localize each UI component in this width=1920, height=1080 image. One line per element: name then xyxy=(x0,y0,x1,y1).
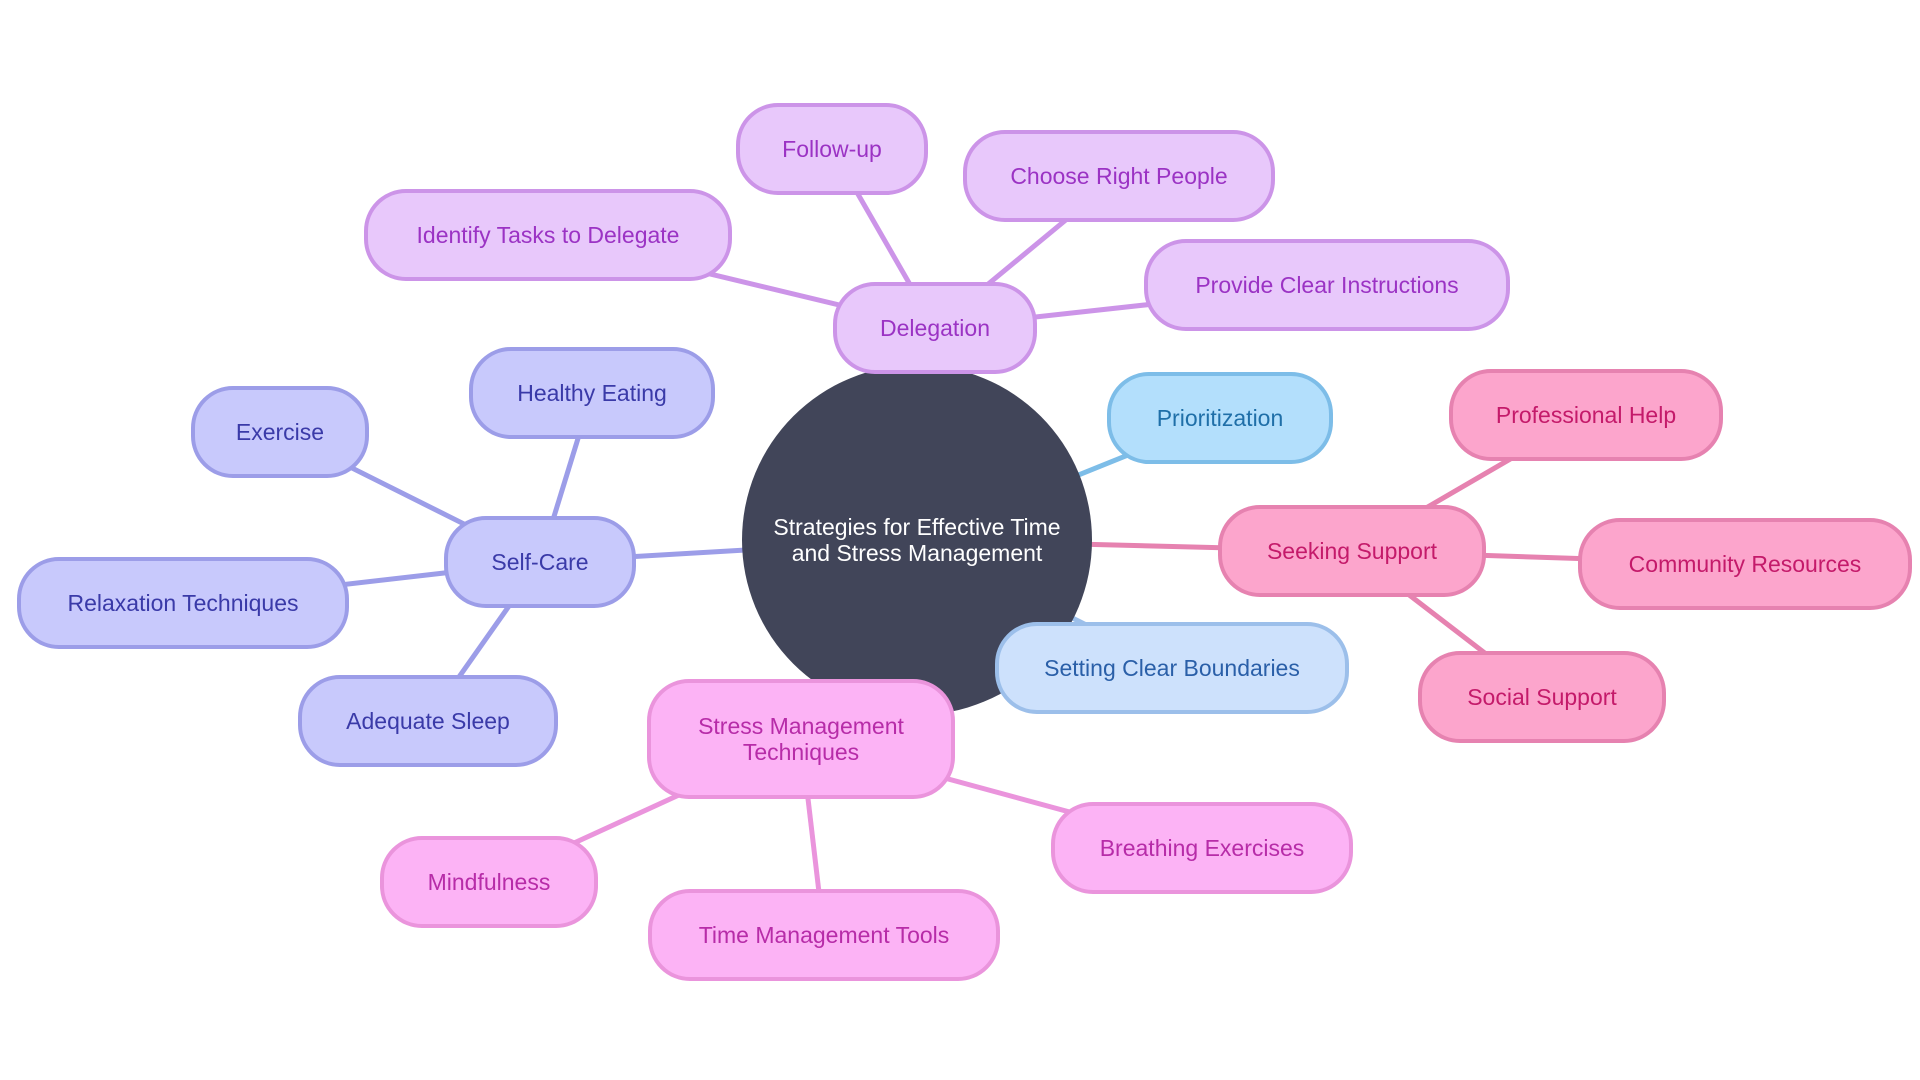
node-prioritization: Prioritization xyxy=(1107,372,1333,464)
node-identify-tasks-label: Identify Tasks to Delegate xyxy=(417,222,680,248)
node-relaxation-shape xyxy=(17,557,349,649)
node-provide-instructions: Provide Clear Instructions xyxy=(1144,239,1510,331)
node-time-tools: Time Management Tools xyxy=(648,889,1000,981)
node-community-resources-label: Community Resources xyxy=(1629,551,1862,577)
node-professional-help-shape xyxy=(1449,369,1723,461)
node-mindfulness-shape xyxy=(380,836,598,928)
node-adequate-sleep-label: Adequate Sleep xyxy=(346,708,510,734)
node-root-label: Strategies for Effective Time xyxy=(773,514,1060,540)
node-delegation-label: Delegation xyxy=(880,315,990,341)
node-adequate-sleep: Adequate Sleep xyxy=(298,675,558,767)
node-community-resources: Community Resources xyxy=(1578,518,1912,610)
node-time-tools-label: Time Management Tools xyxy=(699,922,950,948)
node-social-support-shape xyxy=(1418,651,1666,743)
node-root-label: and Stress Management xyxy=(792,540,1043,566)
node-social-support: Social Support xyxy=(1418,651,1666,743)
node-exercise: Exercise xyxy=(191,386,369,478)
node-stress-techniques-shape xyxy=(647,679,955,799)
node-mindfulness-label: Mindfulness xyxy=(428,869,551,895)
node-seeking-support-label: Seeking Support xyxy=(1267,538,1438,564)
node-relaxation: Relaxation Techniques xyxy=(17,557,349,649)
node-identify-tasks: Identify Tasks to Delegate xyxy=(364,189,732,281)
node-exercise-label: Exercise xyxy=(236,419,324,445)
node-root-shape xyxy=(742,365,1092,715)
node-seeking-support-shape xyxy=(1218,505,1486,597)
node-time-tools-shape xyxy=(648,889,1000,981)
node-stress-techniques-label: Techniques xyxy=(743,739,859,765)
node-social-support-label: Social Support xyxy=(1467,684,1617,710)
node-provide-instructions-shape xyxy=(1144,239,1510,331)
node-relaxation-label: Relaxation Techniques xyxy=(67,590,298,616)
node-prioritization-label: Prioritization xyxy=(1157,405,1284,431)
node-exercise-shape xyxy=(191,386,369,478)
node-self-care-shape xyxy=(444,516,636,608)
node-provide-instructions-label: Provide Clear Instructions xyxy=(1195,272,1458,298)
node-community-resources-shape xyxy=(1578,518,1912,610)
node-boundaries-label: Setting Clear Boundaries xyxy=(1044,655,1300,681)
node-professional-help-label: Professional Help xyxy=(1496,402,1676,428)
node-boundaries: Setting Clear Boundaries xyxy=(995,622,1349,714)
node-identify-tasks-shape xyxy=(364,189,732,281)
node-breathing-shape xyxy=(1051,802,1353,894)
node-choose-right-people-shape xyxy=(963,130,1275,222)
node-follow-up-label: Follow-up xyxy=(782,136,882,162)
node-choose-right-people: Choose Right People xyxy=(963,130,1275,222)
node-boundaries-shape xyxy=(995,622,1349,714)
node-self-care: Self-Care xyxy=(444,516,636,608)
node-healthy-eating-label: Healthy Eating xyxy=(517,380,667,406)
node-professional-help: Professional Help xyxy=(1449,369,1723,461)
node-mindfulness: Mindfulness xyxy=(380,836,598,928)
node-breathing-label: Breathing Exercises xyxy=(1100,835,1305,861)
node-delegation: Delegation xyxy=(833,282,1037,374)
node-follow-up-shape xyxy=(736,103,928,195)
node-healthy-eating: Healthy Eating xyxy=(469,347,715,439)
node-choose-right-people-label: Choose Right People xyxy=(1010,163,1227,189)
node-healthy-eating-shape xyxy=(469,347,715,439)
node-follow-up: Follow-up xyxy=(736,103,928,195)
node-breathing: Breathing Exercises xyxy=(1051,802,1353,894)
node-adequate-sleep-shape xyxy=(298,675,558,767)
node-stress-techniques-label: Stress Management xyxy=(698,713,904,739)
node-delegation-shape xyxy=(833,282,1037,374)
node-self-care-label: Self-Care xyxy=(491,549,588,575)
node-seeking-support: Seeking Support xyxy=(1218,505,1486,597)
node-prioritization-shape xyxy=(1107,372,1333,464)
